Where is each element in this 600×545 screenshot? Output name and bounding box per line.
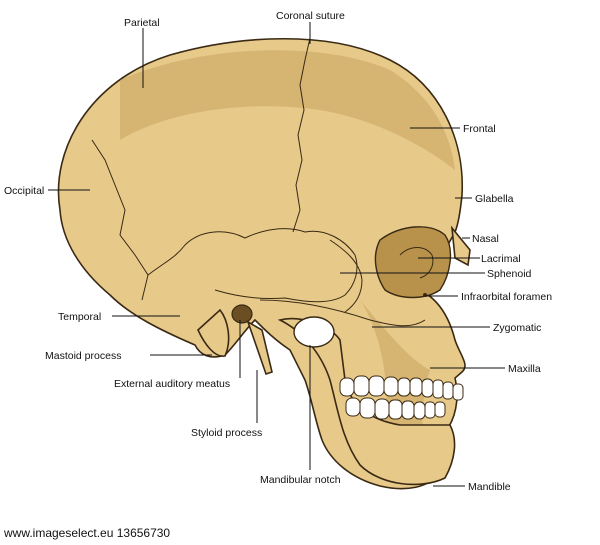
styloid-process-shape (246, 320, 273, 376)
squamous-suture-line (147, 228, 358, 303)
tooth (359, 397, 376, 419)
tooth (442, 381, 454, 400)
tooth (374, 398, 390, 420)
label-maxilla: Maxilla (508, 363, 541, 375)
label-coronal-suture: Coronal suture (276, 10, 345, 22)
label-glabella: Glabella (475, 193, 514, 205)
tooth (401, 400, 415, 420)
upper-teeth (339, 375, 464, 401)
label-frontal: Frontal (463, 123, 496, 135)
sphenoid-outline (329, 239, 363, 313)
tooth (397, 377, 411, 397)
mastoid-process-shape (197, 308, 230, 357)
label-lacrimal: Lacrimal (481, 253, 521, 265)
label-external-auditory-meatus: External auditory meatus (114, 378, 230, 390)
tooth (388, 399, 403, 420)
mandible-shape (277, 317, 456, 486)
label-parietal: Parietal (124, 17, 160, 29)
label-sphenoid: Sphenoid (487, 268, 532, 280)
tooth (409, 377, 423, 397)
label-nasal: Nasal (472, 233, 499, 245)
lambdoid-suture-line (91, 139, 149, 301)
tooth (432, 379, 444, 399)
label-temporal: Temporal (58, 311, 101, 323)
tooth (434, 401, 446, 418)
label-mandible: Mandible (468, 481, 511, 493)
nasal-bone (450, 225, 471, 267)
orbit (374, 226, 452, 299)
orbit-inner (399, 247, 434, 279)
tooth (383, 376, 399, 397)
label-mandibular-notch: Mandibular notch (260, 474, 341, 486)
skull-illustration (57, 37, 471, 490)
zygomatic-arch (259, 299, 426, 327)
coronal-suture-line (292, 37, 311, 233)
mandibular-notch-opening (293, 316, 335, 348)
label-zygomatic: Zygomatic (493, 322, 541, 334)
leader-lines (48, 22, 505, 487)
external-auditory-meatus-opening (231, 304, 253, 324)
tooth (345, 397, 361, 417)
tooth (368, 375, 385, 397)
cranium-shading (120, 50, 455, 170)
tooth (353, 375, 370, 397)
watermark: www.imageselect.eu 13656730 (3, 526, 170, 540)
label-occipital: Occipital (4, 185, 44, 197)
label-mastoid-process: Mastoid process (45, 350, 121, 362)
tooth (413, 401, 426, 420)
label-infraorbital-foramen: Infraorbital foramen (461, 291, 552, 303)
label-styloid-process: Styloid process (191, 427, 262, 439)
labels: Parietal Coronal suture Frontal Occipita… (4, 10, 552, 493)
tooth (452, 383, 464, 401)
tooth (421, 378, 434, 398)
tooth (424, 401, 436, 419)
tooth (339, 377, 355, 397)
lower-teeth (345, 397, 446, 420)
